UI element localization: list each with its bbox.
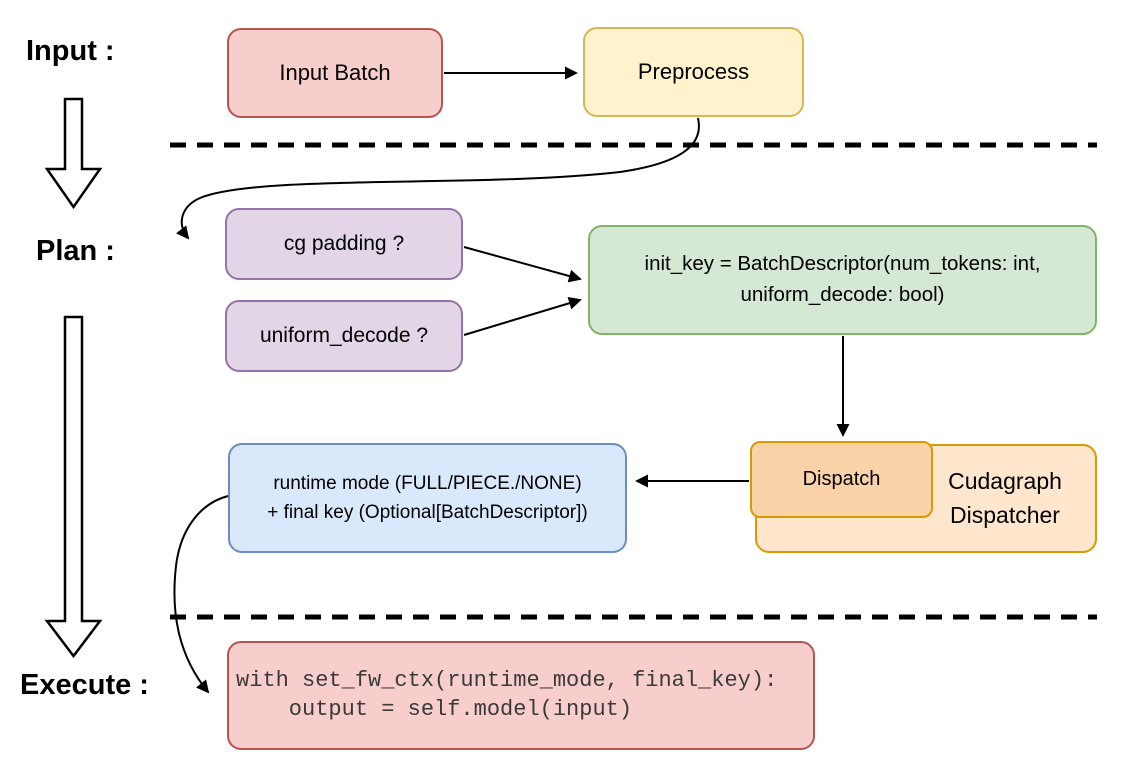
connector-runtime-executecode [173, 495, 229, 694]
plan-section-label: Plan : [36, 235, 115, 267]
execute-code-node: with set_fw_ctx(runtime_mode, final_key)… [227, 641, 815, 750]
cudagraph-dispatcher-label: Cudagraph Dispatcher [920, 446, 1090, 551]
connector-uniformdecode-initkey [463, 296, 582, 336]
uniform-decode-node: uniform_decode ? [225, 300, 463, 372]
runtime-mode-line1: runtime mode (FULL/PIECE./NONE) [273, 472, 582, 494]
dispatch-label: Dispatch [802, 468, 881, 490]
runtime-mode-line2: + final key (Optional[BatchDescriptor]) [267, 502, 588, 523]
input-to-plan-arrow [44, 97, 103, 210]
dispatch-node: Dispatch [750, 441, 933, 518]
runtime-mode-node: runtime mode (FULL/PIECE./NONE) + final … [228, 443, 627, 553]
input-batch-node: Input Batch [227, 28, 443, 118]
cudagraph-line1: Cudagraph [948, 468, 1062, 495]
init-key-line1: init_key = BatchDescriptor(num_tokens: i… [644, 252, 1041, 276]
execute-section-label: Execute : [20, 669, 149, 701]
cg-padding-node: cg padding ? [225, 208, 463, 280]
execute-code-line1: with set_fw_ctx(runtime_mode, final_key)… [236, 668, 778, 694]
preprocess-node: Preprocess [583, 27, 804, 117]
cg-padding-label: cg padding ? [283, 232, 405, 255]
input-batch-label: Input Batch [279, 60, 391, 85]
preprocess-label: Preprocess [637, 59, 750, 84]
connector-cgpadding-initkey [463, 246, 582, 283]
plan-to-execute-arrow [44, 315, 103, 659]
init-key-line2: uniform_decode: bool) [740, 283, 945, 306]
input-section-label: Input : [26, 35, 115, 67]
execute-code-line2: output = self.model(input) [236, 696, 633, 722]
uniform-decode-label: uniform_decode ? [259, 324, 429, 347]
init-key-node: init_key = BatchDescriptor(num_tokens: i… [588, 225, 1097, 335]
cudagraph-line2: Dispatcher [950, 501, 1060, 528]
